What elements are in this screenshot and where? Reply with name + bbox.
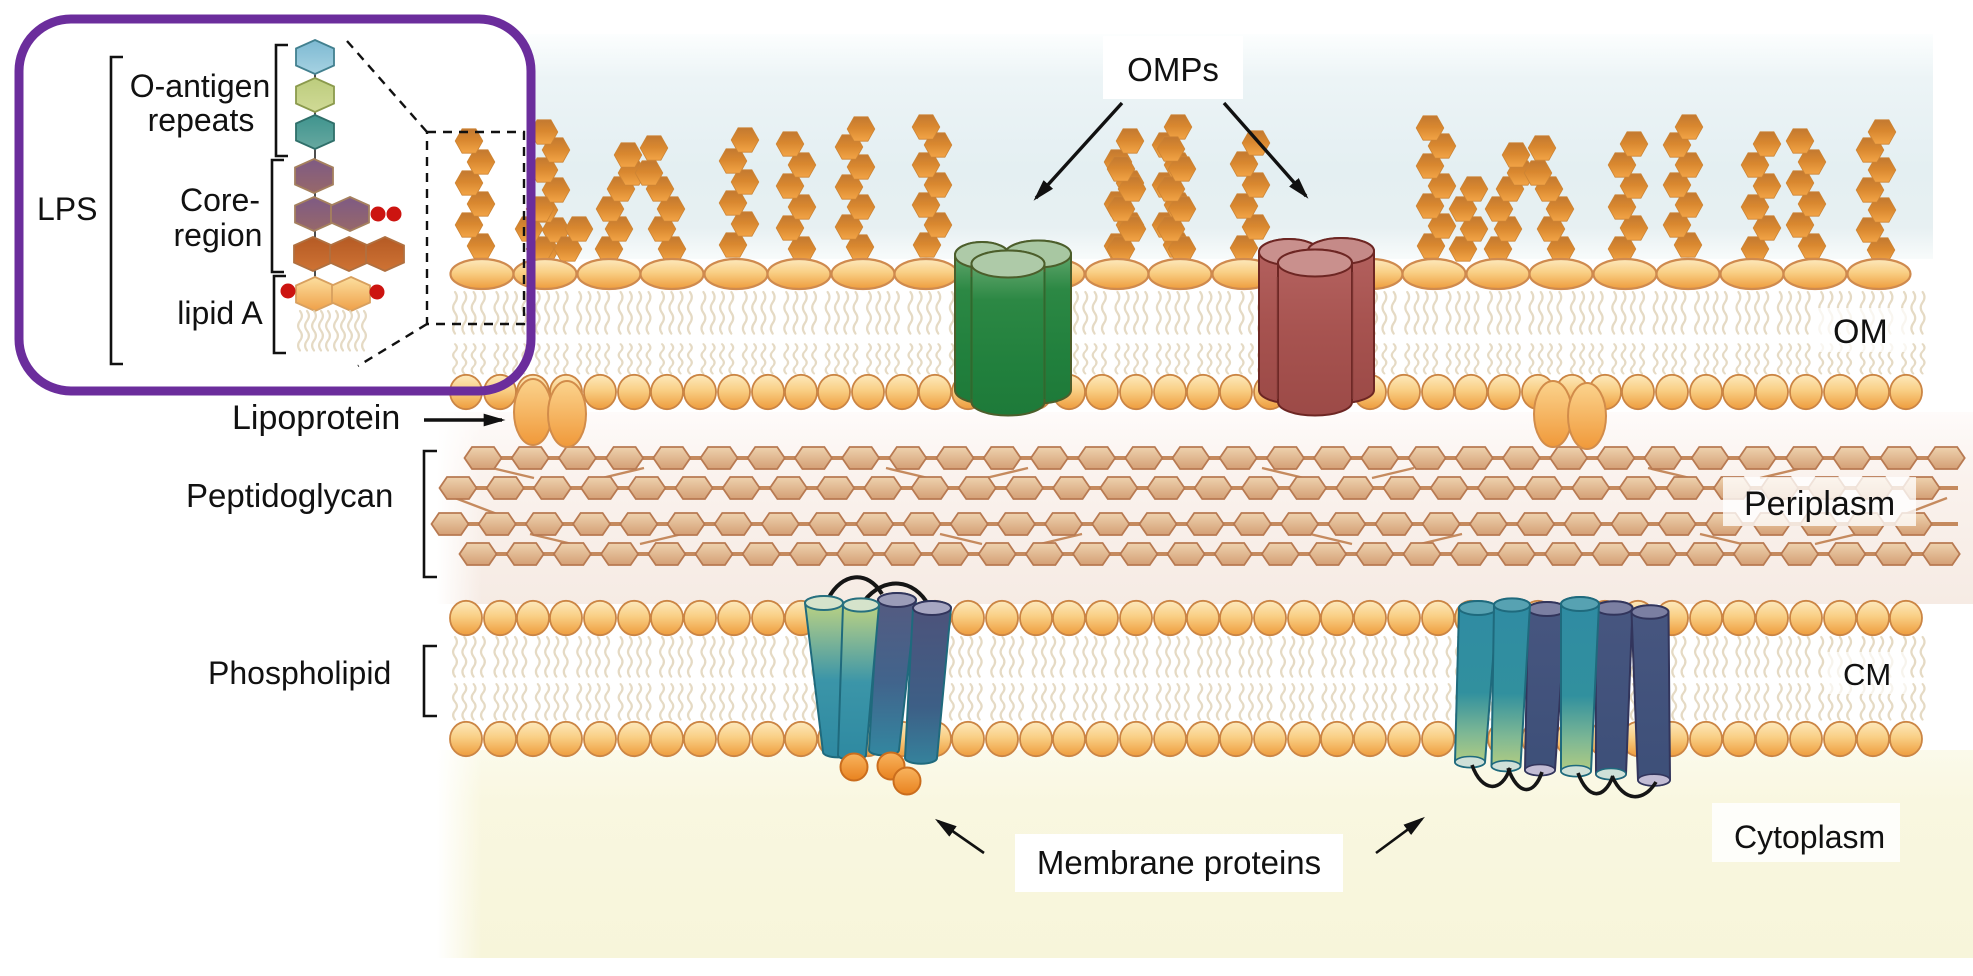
svg-text:O-antigen: O-antigen	[130, 68, 271, 104]
svg-text:region: region	[174, 217, 263, 253]
svg-text:Cytoplasm: Cytoplasm	[1734, 819, 1885, 855]
svg-text:OM: OM	[1833, 313, 1888, 351]
svg-text:Peptidoglycan: Peptidoglycan	[186, 477, 393, 514]
svg-text:lipid A: lipid A	[177, 295, 263, 331]
svg-text:CM: CM	[1843, 657, 1891, 692]
svg-text:Lipoprotein: Lipoprotein	[232, 399, 400, 437]
svg-text:OMPs: OMPs	[1127, 51, 1219, 88]
svg-text:Periplasm: Periplasm	[1744, 485, 1895, 523]
svg-text:Core-: Core-	[180, 182, 260, 218]
svg-text:Phospholipid: Phospholipid	[208, 655, 391, 691]
svg-text:Membrane proteins: Membrane proteins	[1037, 844, 1321, 881]
svg-text:LPS: LPS	[37, 191, 97, 227]
svg-text:repeats: repeats	[148, 102, 255, 138]
